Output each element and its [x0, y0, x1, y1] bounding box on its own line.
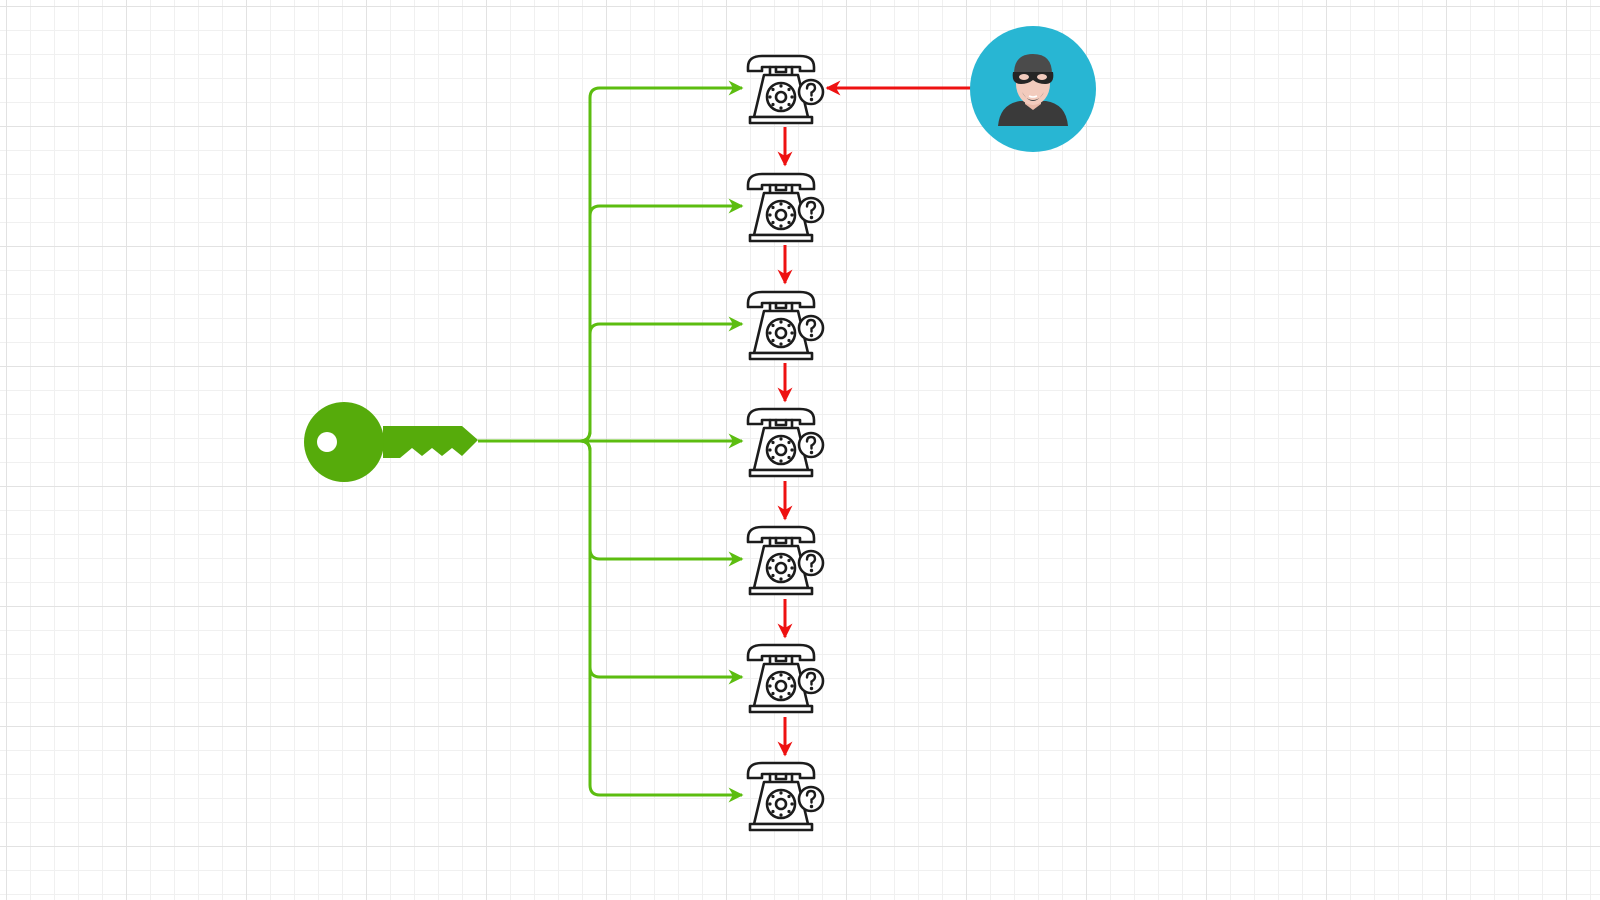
rotary-phone-question-icon[interactable] — [746, 761, 825, 832]
rotary-phone-question-icon[interactable] — [746, 54, 825, 125]
rotary-phone-question-icon[interactable] — [746, 290, 825, 361]
hacker-avatar-icon[interactable] — [970, 26, 1096, 152]
edge-key-to-phone-3 — [478, 316, 744, 443]
edge-key-to-phone-1 — [478, 80, 744, 443]
rotary-phone-question-icon[interactable] — [746, 407, 825, 478]
rotary-phone-question-icon[interactable] — [746, 643, 825, 714]
rotary-phone-question-icon[interactable] — [746, 525, 825, 596]
key-edges-group — [478, 80, 744, 803]
rotary-phone-question-icon[interactable] — [746, 172, 825, 243]
key-icon[interactable] — [304, 402, 478, 482]
attack-chain-edges-group — [777, 80, 971, 757]
edge-key-to-phone-7 — [478, 439, 744, 803]
edge-key-to-phone-5 — [478, 439, 744, 567]
